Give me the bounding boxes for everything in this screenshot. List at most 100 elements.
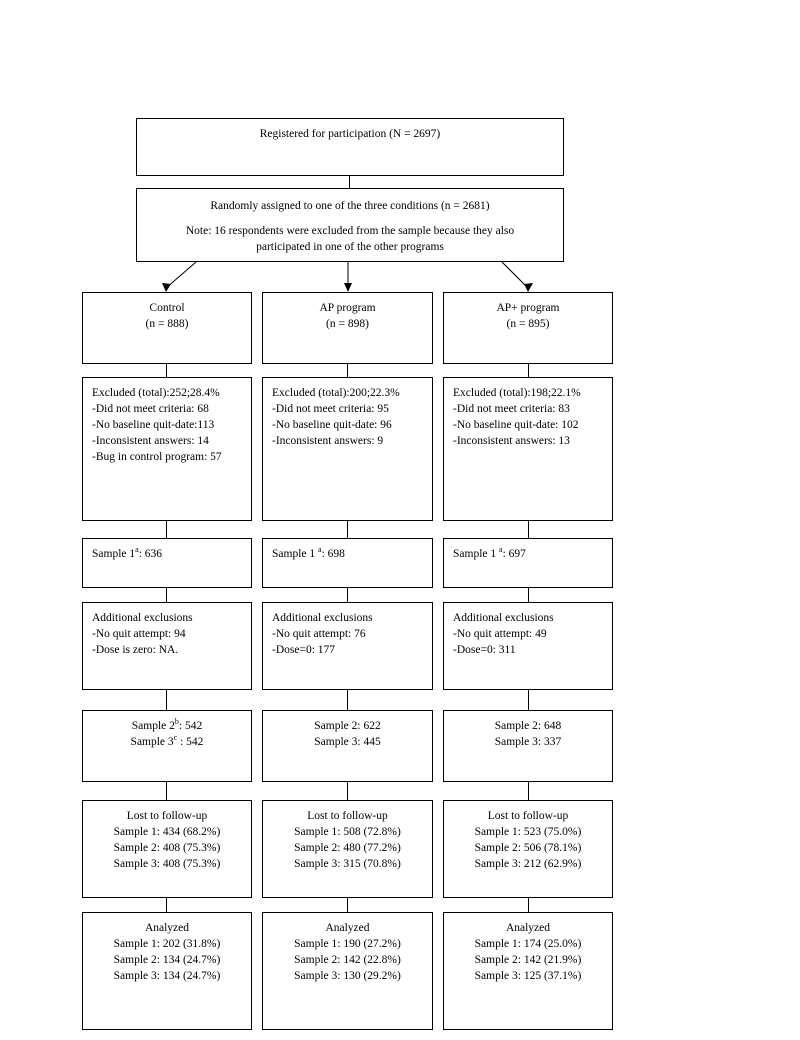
sample1-superscript: a [135, 545, 139, 555]
connector-control-3 [166, 588, 167, 602]
additional-exclusions-box-ap-plus: Additional exclusions -No quit attempt: … [443, 602, 613, 690]
additional-exclusions-item: -Dose is zero: NA. [92, 644, 179, 656]
connector-ap-5 [347, 782, 348, 800]
sample3-label: Sample 3 [494, 736, 538, 748]
analyzed-box-ap-plus: Analyzed Sample 1: 174 (25.0%) Sample 2:… [443, 912, 613, 1030]
excluded-box-control: Excluded (total):252;28.4% -Did not meet… [82, 377, 252, 521]
condition-name-control: Control [149, 302, 185, 314]
additional-exclusions-item: -No quit attempt: 94 [92, 628, 186, 640]
randomization-line-1: Randomly assigned to one of the three co… [210, 200, 490, 212]
sample1-value: : 698 [321, 548, 345, 560]
analyzed-item: Sample 3: 125 (37.1%) [474, 970, 582, 982]
excluded-inner-control: Excluded (total):252;28.4% -Did not meet… [83, 378, 251, 465]
additional-exclusions-inner-control: Additional exclusions -No quit attempt: … [83, 603, 251, 658]
excluded-item: -Inconsistent answers: 14 [92, 435, 209, 447]
registered-box: Registered for participation (N = 2697) [136, 118, 564, 176]
lost-inner-ap: Lost to follow-up Sample 1: 508 (72.8%) … [263, 801, 432, 872]
sample2-value: : 542 [178, 720, 203, 732]
samples23-box-control: Sample 2b: 542 Sample 3c : 542 [82, 710, 252, 782]
lost-title: Lost to follow-up [307, 810, 388, 822]
branch-arrowhead-ap [344, 283, 352, 292]
excluded-inner-ap-plus: Excluded (total):198;22.1% -Did not meet… [444, 378, 612, 449]
analyzed-item: Sample 3: 134 (24.7%) [113, 970, 221, 982]
connector-control-6 [166, 898, 167, 912]
samples23-inner-control: Sample 2b: 542 Sample 3c : 542 [83, 711, 251, 750]
sample1-value: : 636 [138, 548, 163, 560]
condition-name-ap-plus: AP+ program [496, 302, 560, 314]
additional-exclusions-title: Additional exclusions [92, 612, 193, 624]
sample1-box-ap-plus: Sample 1 a: 697 [443, 538, 613, 588]
randomization-spacer [146, 214, 554, 223]
sample1-line-ap-plus: Sample 1 a: 697 [453, 546, 603, 562]
sample1-value: : 697 [502, 548, 526, 560]
condition-box-control: Control (n = 888) [82, 292, 252, 364]
additional-exclusions-item: -No quit attempt: 49 [453, 628, 547, 640]
sample1-label: Sample 1 [453, 548, 499, 560]
analyzed-box-control: Analyzed Sample 1: 202 (31.8%) Sample 2:… [82, 912, 252, 1030]
connector-control-2 [166, 521, 167, 538]
sample1-inner-control: Sample 1a: 636 [83, 539, 251, 562]
additional-exclusions-title: Additional exclusions [453, 612, 554, 624]
excluded-item: -No baseline quit-date: 96 [272, 419, 392, 431]
samples23-inner-ap-plus: Sample 2: 648 Sample 3: 337 [444, 711, 612, 750]
sample1-label: Sample 1 [272, 548, 318, 560]
analyzed-item: Sample 2: 134 (24.7%) [113, 954, 221, 966]
excluded-item: -Bug in control program: 57 [92, 451, 222, 463]
lost-item: Sample 3: 408 (75.3%) [113, 858, 221, 870]
lost-item: Sample 3: 212 (62.9%) [474, 858, 582, 870]
lost-inner-ap-plus: Lost to follow-up Sample 1: 523 (75.0%) … [444, 801, 612, 872]
branch-arrowhead-ap-plus [524, 283, 533, 292]
sample1-label: Sample 1 [92, 548, 136, 560]
branch-line-control [165, 261, 197, 289]
sample3-value: : 445 [357, 736, 381, 748]
randomization-inner: Randomly assigned to one of the three co… [137, 189, 563, 255]
excluded-item: -No baseline quit-date: 102 [453, 419, 579, 431]
connector-ap-1 [347, 364, 348, 377]
excluded-total-ap-plus: Excluded (total):198;22.1% [453, 387, 581, 399]
branch-line-ap-plus [501, 261, 529, 289]
sample3-line-ap: Sample 3: 445 [272, 734, 423, 750]
connector-ap-6 [347, 898, 348, 912]
sample1-box-control: Sample 1a: 636 [82, 538, 252, 588]
connector-control-1 [166, 364, 167, 377]
excluded-total-control: Excluded (total):252;28.4% [92, 387, 220, 399]
connector-ap-plus-4 [528, 690, 529, 710]
connector-ap-3 [347, 588, 348, 602]
connector-ap-plus-6 [528, 898, 529, 912]
condition-inner-ap: AP program (n = 898) [263, 293, 432, 332]
analyzed-inner-ap: Analyzed Sample 1: 190 (27.2%) Sample 2:… [263, 913, 432, 984]
connector-ap-plus-3 [528, 588, 529, 602]
excluded-item: -Did not meet criteria: 83 [453, 403, 570, 415]
connector-ap-plus-1 [528, 364, 529, 377]
additional-exclusions-item: -No quit attempt: 76 [272, 628, 366, 640]
connector-ap-plus-5 [528, 782, 529, 800]
randomization-box: Randomly assigned to one of the three co… [136, 188, 564, 262]
connector-ap-plus-2 [528, 521, 529, 538]
lost-title: Lost to follow-up [487, 810, 569, 822]
analyzed-inner-ap-plus: Analyzed Sample 1: 174 (25.0%) Sample 2:… [444, 913, 612, 984]
lost-item: Sample 2: 480 (77.2%) [294, 842, 401, 854]
sample2-line-ap: Sample 2: 622 [272, 718, 423, 734]
connector-control-4 [166, 690, 167, 710]
sample1-inner-ap: Sample 1 a: 698 [263, 539, 432, 562]
sample2-label: Sample 2 [314, 720, 358, 732]
analyzed-item: Sample 3: 130 (29.2%) [294, 970, 401, 982]
sample3-line-ap-plus: Sample 3: 337 [453, 734, 603, 750]
sample2-line-ap-plus: Sample 2: 648 [453, 718, 603, 734]
sample2-value: : 622 [357, 720, 381, 732]
randomization-line-2: Note: 16 respondents were excluded from … [185, 225, 515, 237]
lost-item: Sample 3: 315 (70.8%) [294, 858, 401, 870]
condition-name-ap: AP program [319, 302, 376, 314]
sample2-label: Sample 2 [131, 720, 175, 732]
condition-inner-ap-plus: AP+ program (n = 895) [444, 293, 612, 332]
excluded-box-ap-plus: Excluded (total):198;22.1% -Did not meet… [443, 377, 613, 521]
connector-ap-4 [347, 690, 348, 710]
sample2-value: : 648 [537, 720, 562, 732]
lost-title: Lost to follow-up [126, 810, 208, 822]
samples23-box-ap: Sample 2: 622 Sample 3: 445 [262, 710, 433, 782]
condition-inner-control: Control (n = 888) [83, 293, 251, 332]
sample3-value: : 542 [177, 736, 204, 748]
additional-exclusions-title: Additional exclusions [272, 612, 373, 624]
additional-exclusions-inner-ap-plus: Additional exclusions -No quit attempt: … [444, 603, 612, 658]
lost-item: Sample 1: 508 (72.8%) [294, 826, 401, 838]
